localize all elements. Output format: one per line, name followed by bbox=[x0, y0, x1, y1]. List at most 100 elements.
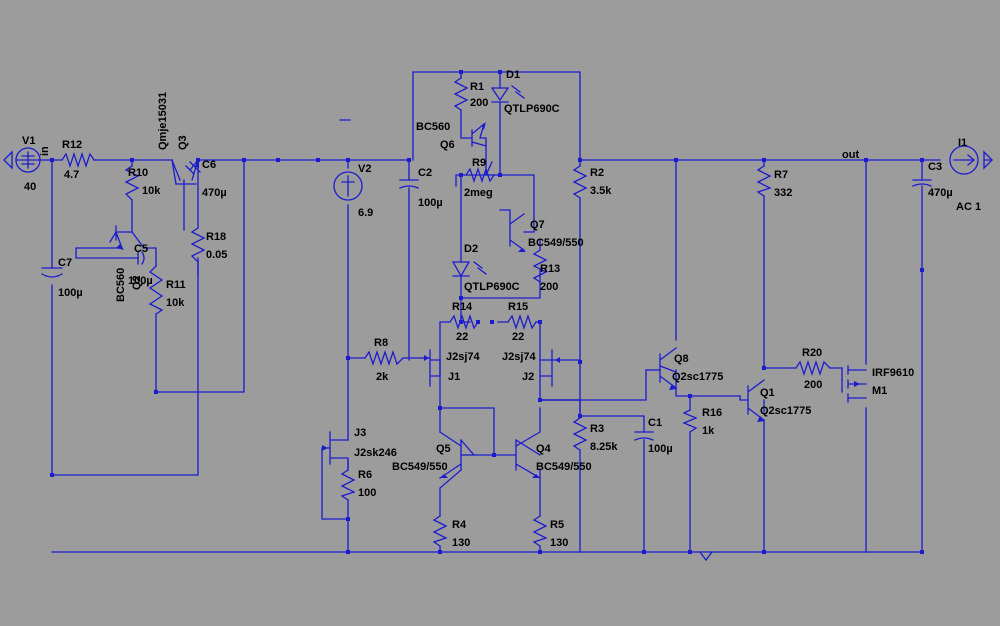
transistor-q3[interactable]: Qmje15031 Q3 bbox=[157, 92, 199, 185]
resistor-r7[interactable]: R7 332 bbox=[756, 165, 792, 199]
transistor-q4[interactable]: Q4 BC549/550 bbox=[515, 431, 592, 479]
net-label-in: in bbox=[39, 146, 51, 156]
resistor-r8[interactable]: R8 2k bbox=[364, 337, 404, 383]
resistor-r2[interactable]: R2 3.5k bbox=[572, 165, 612, 199]
r14-value: 22 bbox=[456, 331, 468, 343]
resistor-r16[interactable]: R16 1k bbox=[682, 407, 722, 437]
r13-value: 200 bbox=[540, 281, 558, 293]
q6-value: BC560 bbox=[416, 121, 450, 133]
q5-value: BC549/550 bbox=[392, 461, 448, 473]
c2-value: 100µ bbox=[418, 197, 443, 209]
c3-value: 470µ bbox=[928, 187, 953, 199]
i1-value: AC 1 bbox=[956, 201, 981, 213]
capacitor-c3[interactable]: C3 470µ bbox=[912, 161, 953, 199]
j1-ref: J1 bbox=[448, 371, 460, 383]
r5-ref: R5 bbox=[550, 519, 564, 531]
r5-value: 130 bbox=[550, 537, 568, 549]
v1-value: 40 bbox=[24, 181, 36, 193]
v2-value: 6.9 bbox=[358, 207, 373, 219]
q3-ref: Q3 bbox=[177, 135, 189, 150]
q2-value: BC560 bbox=[115, 268, 127, 302]
mosfet-m1[interactable]: IRF9610 M1 bbox=[841, 365, 914, 403]
resistor-r5[interactable]: R5 130 bbox=[532, 515, 568, 549]
c6-ref: C6 bbox=[202, 159, 216, 171]
resistor-r4[interactable]: R4 130 bbox=[432, 515, 470, 549]
m1-value: IRF9610 bbox=[872, 367, 914, 379]
r15-ref: R15 bbox=[508, 301, 528, 313]
voltage-source-v2[interactable]: V2 6.9 bbox=[333, 163, 373, 219]
led-d2[interactable]: D2 QTLP690C bbox=[452, 243, 520, 293]
resistor-r3[interactable]: R3 8.25k bbox=[572, 417, 618, 453]
jfet-j2[interactable]: J2sj74 J2 bbox=[502, 349, 581, 387]
jfet-j3[interactable]: J3 J2sk246 bbox=[322, 427, 397, 471]
capacitor-c5[interactable]: C5 100µ bbox=[128, 243, 153, 287]
transistor-q2[interactable]: BC560 Q2 bbox=[109, 225, 143, 302]
transistor-q5[interactable]: Q5 BC549/550 bbox=[392, 431, 475, 479]
r9-ref: R9 bbox=[472, 157, 486, 169]
d2-value: QTLP690C bbox=[464, 281, 520, 293]
r18-value: 0.05 bbox=[206, 249, 227, 261]
resistor-r1[interactable]: R1 200 bbox=[453, 77, 488, 111]
j3-ref: J3 bbox=[354, 427, 366, 439]
capacitor-c1[interactable]: C1 100µ bbox=[634, 417, 673, 455]
r20-value: 200 bbox=[804, 379, 822, 391]
r3-ref: R3 bbox=[590, 423, 604, 435]
r6-value: 100 bbox=[358, 487, 376, 499]
resistor-r6[interactable]: R6 100 bbox=[340, 469, 376, 501]
transistor-q7[interactable]: Q7 BC549/550 bbox=[509, 213, 584, 252]
r10-value: 10k bbox=[142, 185, 161, 197]
resistor-r12[interactable]: R12 4.7 bbox=[61, 139, 95, 181]
junctions bbox=[50, 70, 924, 554]
v2-ref: V2 bbox=[358, 163, 371, 175]
resistor-r13[interactable]: R13 200 bbox=[532, 249, 560, 293]
d2-ref: D2 bbox=[464, 243, 478, 255]
r20-ref: R20 bbox=[802, 347, 822, 359]
resistor-r20[interactable]: R20 200 bbox=[795, 347, 831, 391]
resistor-r9[interactable]: R9 2meg bbox=[464, 157, 495, 199]
c2-ref: C2 bbox=[418, 167, 432, 179]
transistor-q1[interactable]: Q1 Q2sc1775 bbox=[739, 379, 811, 422]
voltage-source-v1[interactable]: V1 40 bbox=[3, 135, 41, 193]
r11-value: 10k bbox=[166, 297, 185, 309]
transistor-q8[interactable]: Q8 Q2sc1775 bbox=[645, 347, 723, 390]
r4-ref: R4 bbox=[452, 519, 467, 531]
r9-value: 2meg bbox=[464, 187, 493, 199]
resistor-r11[interactable]: R11 10k bbox=[148, 265, 186, 315]
jfet-j1[interactable]: J2sj74 J1 bbox=[420, 349, 481, 387]
resistor-r18[interactable]: R18 0.05 bbox=[190, 227, 227, 263]
v1-ref: V1 bbox=[22, 135, 35, 147]
r2-ref: R2 bbox=[590, 167, 604, 179]
r7-value: 332 bbox=[774, 187, 792, 199]
r11-ref: R11 bbox=[166, 279, 186, 291]
c6-value: 470µ bbox=[202, 187, 227, 199]
current-source-i1[interactable]: I1 AC 1 bbox=[949, 137, 993, 213]
c7-value: 100µ bbox=[58, 287, 83, 299]
q2-ref: Q2 bbox=[131, 275, 143, 290]
resistor-r15[interactable]: R15 22 bbox=[507, 301, 537, 343]
resistor-r14[interactable]: R14 22 bbox=[449, 301, 479, 343]
led-d1[interactable]: D1 QTLP690C bbox=[491, 69, 560, 115]
i1-ref: I1 bbox=[958, 137, 967, 149]
r8-value: 2k bbox=[376, 371, 389, 383]
q6-ref: Q6 bbox=[440, 139, 455, 151]
capacitor-c7[interactable]: C7 100µ bbox=[41, 257, 83, 299]
r7-ref: R7 bbox=[774, 169, 788, 181]
r16-value: 1k bbox=[702, 425, 715, 437]
resistor-r10[interactable]: R10 10k bbox=[124, 165, 161, 201]
q7-ref: Q7 bbox=[530, 219, 545, 231]
r6-ref: R6 bbox=[358, 469, 372, 481]
net-label-out: out bbox=[842, 149, 859, 161]
capacitor-c2[interactable]: C2 100µ bbox=[399, 167, 443, 209]
r13-ref: R13 bbox=[540, 263, 560, 275]
r15-value: 22 bbox=[512, 331, 524, 343]
c5-value: 100µ bbox=[128, 275, 153, 287]
capacitor-c6[interactable]: C6 470µ bbox=[185, 159, 227, 199]
c3-ref: C3 bbox=[928, 161, 942, 173]
c1-ref: C1 bbox=[648, 417, 662, 429]
c7-ref: C7 bbox=[58, 257, 72, 269]
j1-value: J2sj74 bbox=[446, 351, 481, 363]
ground-notch bbox=[339, 119, 713, 562]
r1-value: 200 bbox=[470, 97, 488, 109]
r8-ref: R8 bbox=[374, 337, 388, 349]
transistor-q6[interactable]: BC560 Q6 bbox=[416, 121, 487, 151]
